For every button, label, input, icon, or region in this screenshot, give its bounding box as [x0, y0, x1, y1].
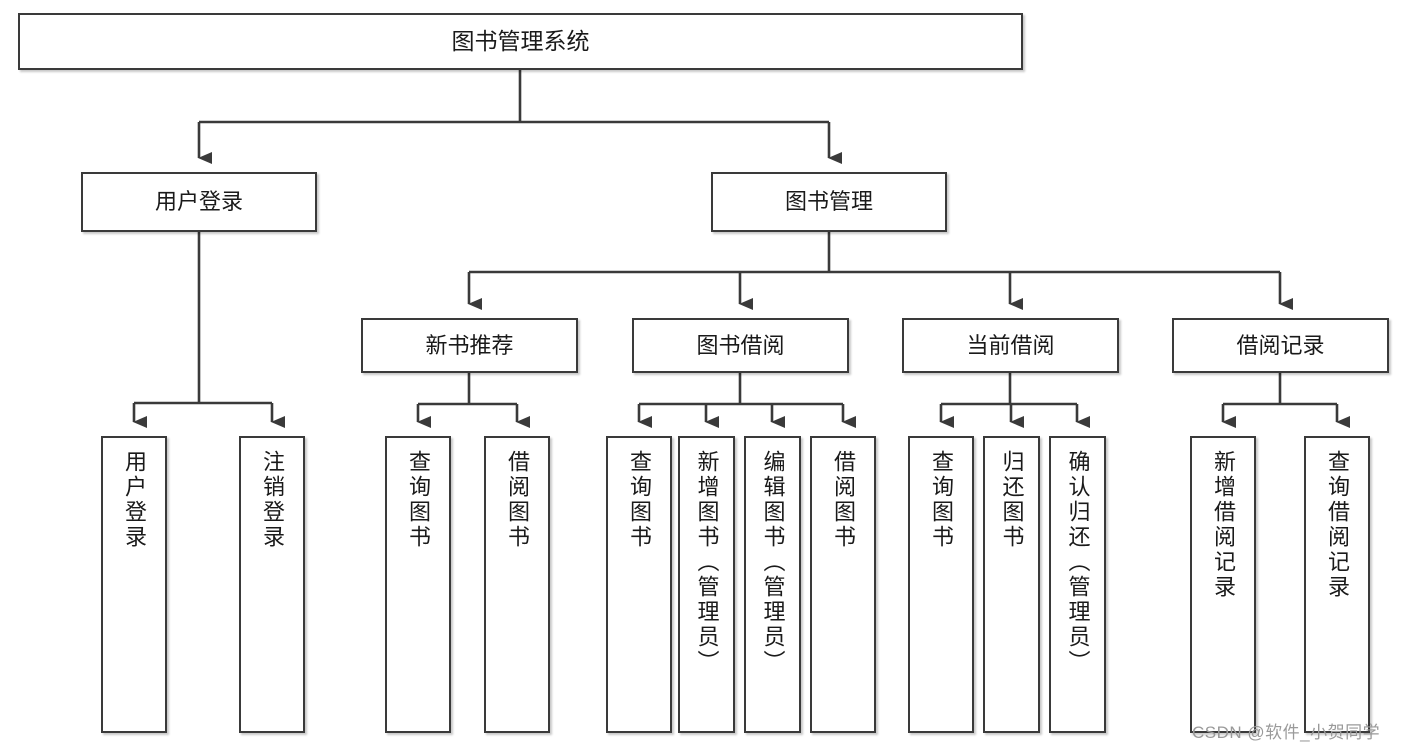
- node-leaf-query-book-cur-label: 查询图书: [929, 450, 954, 550]
- node-leaf-query-borrow-record-label: 查询借阅记录: [1325, 450, 1350, 600]
- node-leaf-edit-book-admin-label: 编辑图书（管理员）: [760, 450, 786, 675]
- edge-group-user-login: [132, 232, 285, 428]
- edge-group-new-book-recommend: [416, 373, 530, 428]
- edge-group-current-borrow: [939, 373, 1090, 428]
- node-leaf-borrow-book[interactable]: 借阅图书: [810, 436, 876, 733]
- node-leaf-query-book-borrow-label: 查询图书: [627, 450, 652, 550]
- node-book-borrow-label: 图书借阅: [696, 332, 785, 358]
- node-leaf-add-book-admin-label: 新增图书（管理员）: [694, 450, 720, 675]
- node-leaf-user-logout-label: 注销登录: [260, 450, 285, 550]
- node-root-label: 图书管理系统: [451, 27, 590, 54]
- node-book-borrow[interactable]: 图书借阅: [632, 318, 849, 373]
- edge-group-book-borrow: [637, 373, 856, 428]
- node-leaf-add-borrow-record[interactable]: 新增借阅记录: [1190, 436, 1256, 733]
- node-leaf-borrow-book-rec[interactable]: 借阅图书: [484, 436, 550, 733]
- csdn-watermark: CSDN @软件_小贺同学: [1192, 723, 1381, 742]
- node-current-borrow-label: 当前借阅: [966, 332, 1055, 358]
- node-leaf-query-book-borrow[interactable]: 查询图书: [606, 436, 672, 733]
- node-book-manage-label: 图书管理: [784, 189, 873, 215]
- node-leaf-query-book-rec[interactable]: 查询图书: [385, 436, 451, 733]
- node-user-login-label: 用户登录: [154, 189, 243, 215]
- edge-group-book-manage: [467, 232, 1293, 310]
- node-leaf-borrow-book-label: 借阅图书: [831, 450, 856, 550]
- node-borrow-record[interactable]: 借阅记录: [1172, 318, 1389, 373]
- node-leaf-query-borrow-record[interactable]: 查询借阅记录: [1304, 436, 1370, 733]
- node-leaf-return-book-label: 归还图书: [999, 450, 1025, 550]
- node-leaf-user-login[interactable]: 用户登录: [101, 436, 167, 733]
- node-root[interactable]: 图书管理系统: [18, 13, 1023, 70]
- node-new-book-recommend-label: 新书推荐: [425, 332, 514, 358]
- node-leaf-user-login-label: 用户登录: [122, 450, 147, 550]
- node-new-book-recommend[interactable]: 新书推荐: [361, 318, 578, 373]
- edge-group-root: [197, 70, 842, 164]
- node-leaf-return-book[interactable]: 归还图书: [983, 436, 1040, 733]
- node-leaf-borrow-book-rec-label: 借阅图书: [505, 450, 530, 550]
- node-leaf-confirm-return-admin[interactable]: 确认归还（管理员）: [1049, 436, 1106, 733]
- node-borrow-record-label: 借阅记录: [1236, 332, 1325, 358]
- node-leaf-query-book-rec-label: 查询图书: [406, 450, 431, 550]
- node-leaf-confirm-return-admin-label: 确认归还（管理员）: [1065, 450, 1091, 675]
- node-leaf-add-book-admin[interactable]: 新增图书（管理员）: [678, 436, 735, 733]
- edge-group-borrow-record: [1221, 373, 1350, 428]
- node-leaf-edit-book-admin[interactable]: 编辑图书（管理员）: [744, 436, 801, 733]
- node-leaf-user-logout[interactable]: 注销登录: [239, 436, 305, 733]
- node-current-borrow[interactable]: 当前借阅: [902, 318, 1119, 373]
- node-user-login[interactable]: 用户登录: [81, 172, 317, 232]
- node-leaf-query-book-cur[interactable]: 查询图书: [908, 436, 974, 733]
- node-leaf-add-borrow-record-label: 新增借阅记录: [1211, 450, 1236, 600]
- node-book-manage[interactable]: 图书管理: [711, 172, 947, 232]
